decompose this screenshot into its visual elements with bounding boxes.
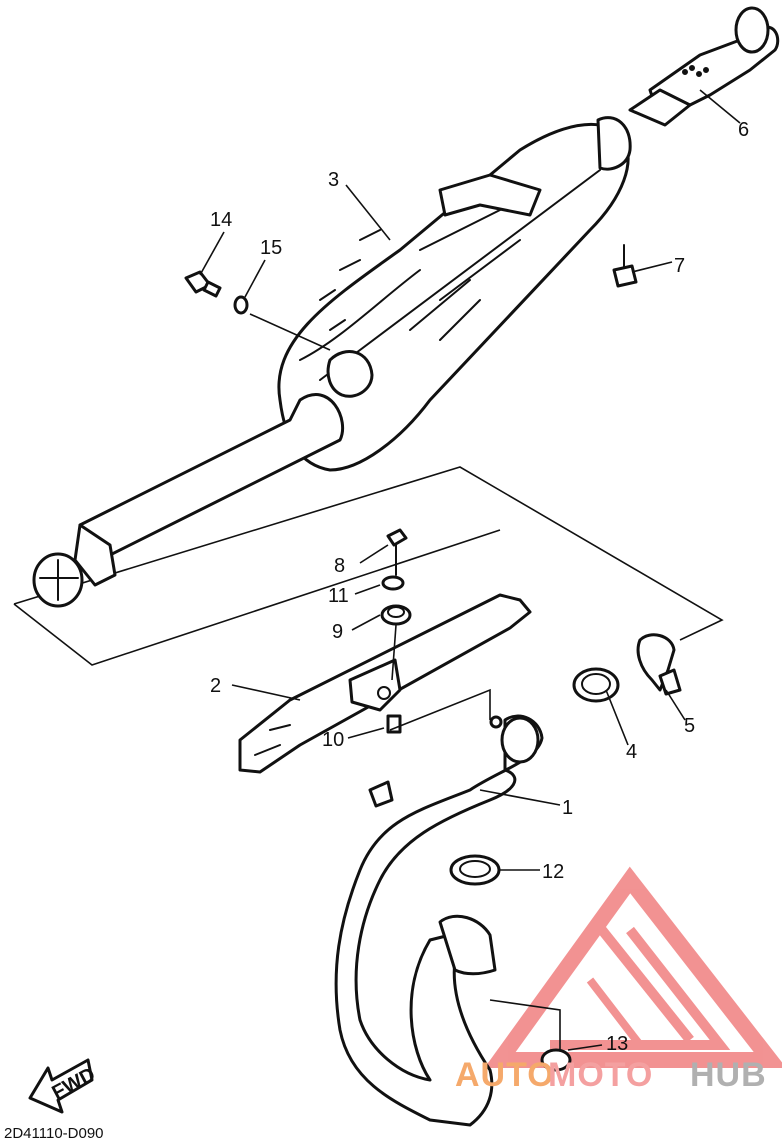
bolt-8[interactable] — [386, 528, 408, 576]
callout-5: 5 — [684, 715, 695, 737]
callout-11: 11 — [328, 585, 349, 607]
callout-7: 7 — [674, 255, 685, 277]
leader-8-9-dashed — [391, 624, 397, 681]
svg-text:AUTO: AUTO — [455, 1056, 555, 1094]
callout-14: 14 — [210, 209, 232, 231]
clamp-5[interactable] — [636, 633, 682, 696]
washer-15[interactable] — [233, 295, 249, 315]
callout-13: 13 — [606, 1033, 628, 1055]
leader-14-15-dashed — [249, 313, 331, 351]
callout-8: 8 — [334, 555, 345, 577]
gasket-4[interactable] — [572, 667, 620, 703]
callout-3: 3 — [328, 169, 339, 191]
damper-9[interactable] — [380, 604, 412, 626]
fwd-arrow-icon: FWD — [28, 1058, 99, 1114]
gasket-12[interactable] — [449, 854, 501, 886]
callout-4: 4 — [626, 741, 637, 763]
assembly-outline — [13, 466, 724, 666]
callout-6: 6 — [738, 119, 749, 141]
washer-11[interactable] — [381, 575, 405, 591]
callout-2: 2 — [210, 675, 221, 697]
nut-10[interactable] — [386, 714, 402, 734]
bolt-7[interactable] — [612, 244, 638, 288]
bolt-14[interactable] — [184, 270, 222, 298]
callout-12: 12 — [542, 861, 564, 883]
nut-13[interactable] — [540, 1048, 572, 1072]
callout-15: 15 — [260, 237, 282, 259]
svg-text:HUB: HUB — [690, 1056, 767, 1094]
exhaust-pipe[interactable] — [334, 714, 544, 1127]
muffler[interactable] — [32, 116, 632, 608]
watermark-text: AUTO MOTO HUB — [455, 1056, 767, 1094]
diagram-code: 2D41110-D090 — [4, 1125, 104, 1140]
spark-arrester[interactable] — [628, 6, 780, 127]
leader-lines — [199, 89, 741, 1051]
watermark-logo — [484, 866, 782, 1068]
callout-9: 9 — [332, 621, 343, 643]
svg-text:MOTO: MOTO — [548, 1056, 653, 1094]
callout-1: 1 — [562, 797, 573, 819]
callout-10: 10 — [322, 729, 344, 751]
